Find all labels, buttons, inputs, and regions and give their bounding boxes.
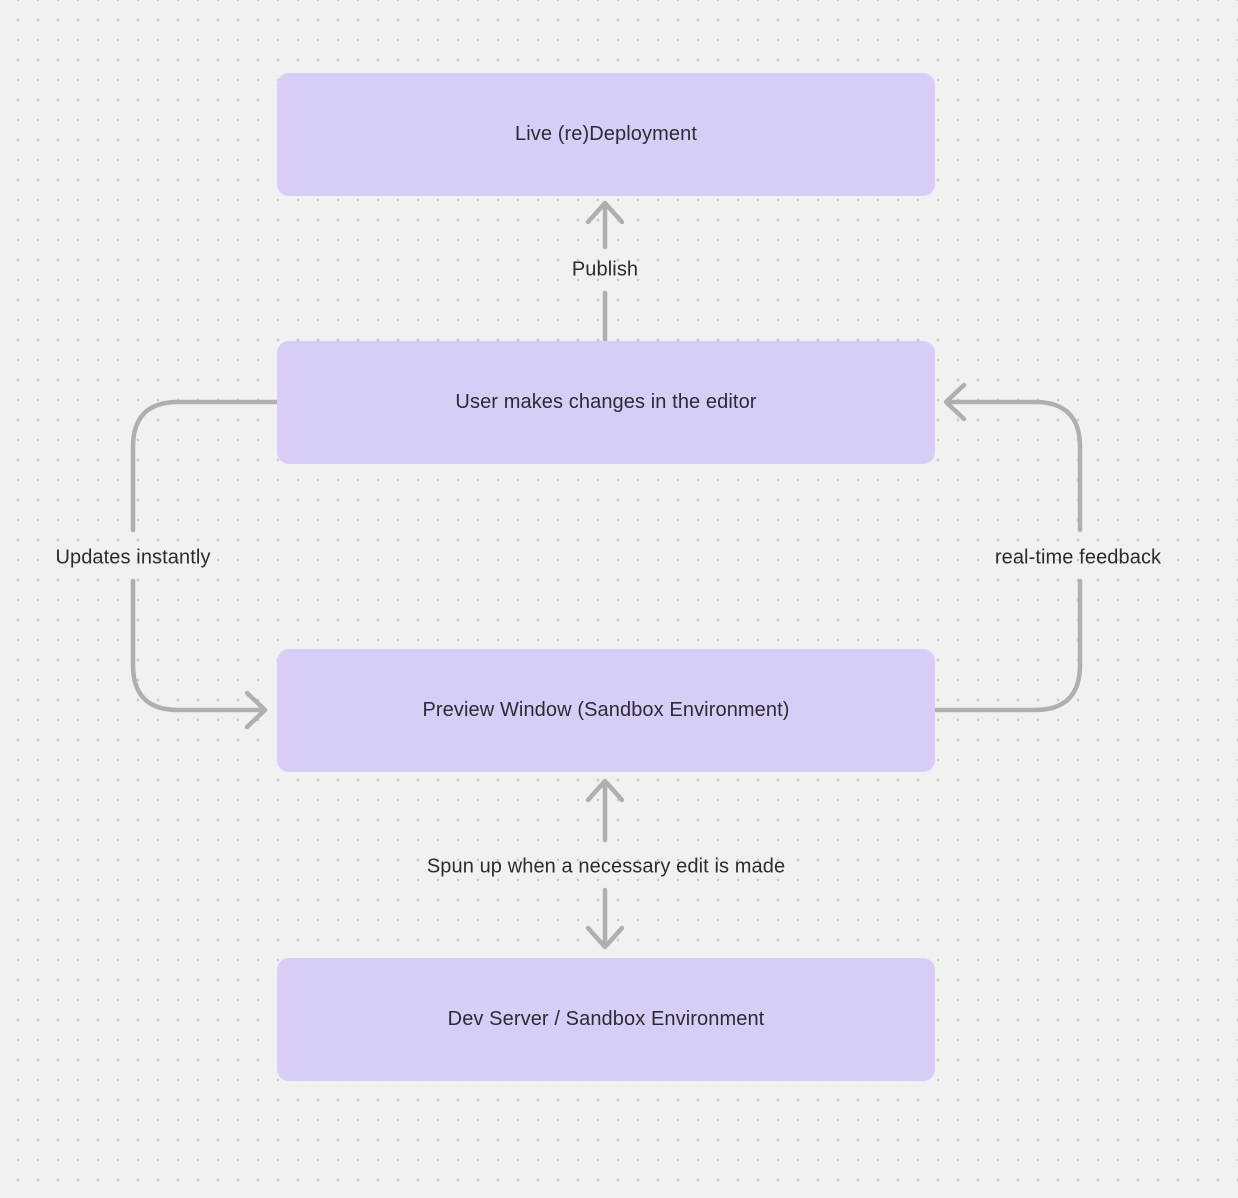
node-label: Live (re)Deployment <box>515 123 697 145</box>
edge-label-real-time-feedback: real-time feedback <box>994 546 1162 569</box>
edge-label-publish: Publish <box>571 258 639 281</box>
node-user-editor: User makes changes in the editor <box>277 341 935 464</box>
node-label: Preview Window (Sandbox Environment) <box>422 699 790 721</box>
node-preview-window: Preview Window (Sandbox Environment) <box>277 649 935 772</box>
spun-up-arrow-up <box>585 778 625 843</box>
node-dev-server: Dev Server / Sandbox Environment <box>277 958 935 1081</box>
edge-label-updates-instantly: Updates instantly <box>55 546 211 569</box>
edge-label-spun-up: Spun up when a necessary edit is made <box>426 855 786 878</box>
node-label: Dev Server / Sandbox Environment <box>447 1008 765 1030</box>
node-live-redeployment: Live (re)Deployment <box>277 73 935 196</box>
node-label: User makes changes in the editor <box>455 391 757 413</box>
spun-up-arrow-down <box>585 887 625 950</box>
